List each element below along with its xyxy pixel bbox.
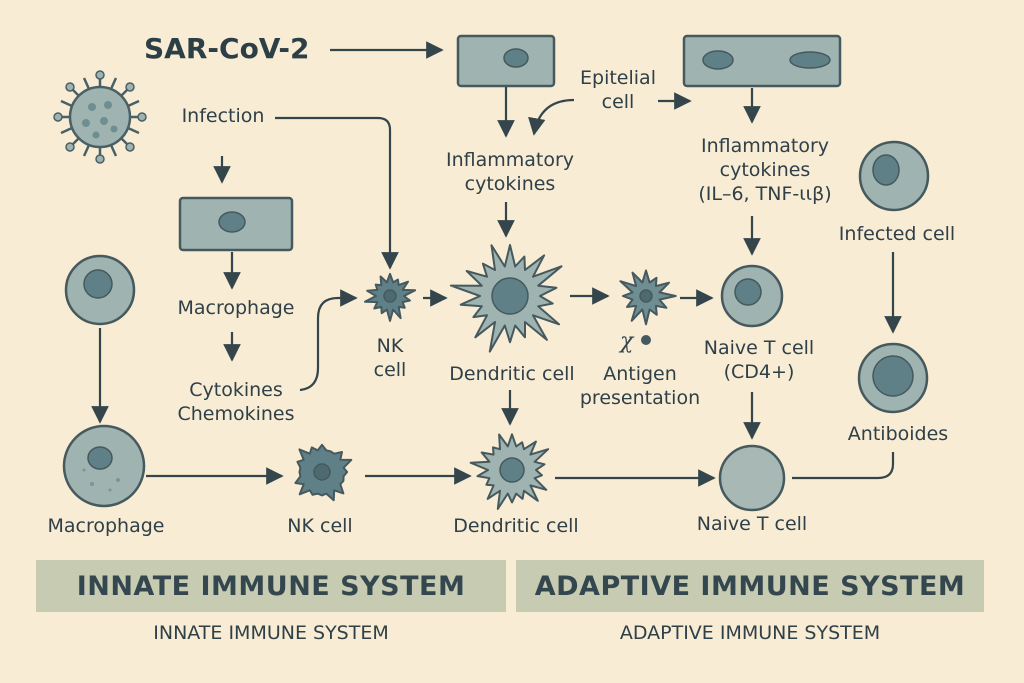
adaptive-immune-system-band: ADAPTIVE IMMUNE SYSTEM	[516, 560, 984, 612]
label-naive-t-cell-bottom: Naive T cell	[696, 513, 808, 535]
label-infected-cell: Infected cell	[838, 223, 956, 245]
label-antibodies: Antiboides	[847, 423, 949, 445]
dendritic-cell-icon	[449, 244, 563, 353]
label-dendritic-cell-bottom: Dendritic cell	[453, 515, 579, 537]
svg-text:χ: χ	[618, 329, 635, 354]
epithelial-cell-icon	[682, 34, 842, 88]
innate-immune-system-band: INNATE IMMUNE SYSTEM	[36, 560, 506, 612]
antigen-presenting-cell-icon	[619, 269, 677, 326]
epithelial-cell-icon	[178, 196, 294, 252]
adaptive-immune-system-subtitle: ADAPTIVE IMMUNE SYSTEM	[619, 622, 881, 644]
epithelial-cell-icon	[456, 34, 556, 88]
naive-t-cell-icon	[718, 444, 786, 512]
arrow-epitelial-curve	[528, 98, 575, 136]
antigen-icon: χ	[618, 329, 651, 354]
label-naive-t-cell-cd4: Naive T cell(CD4+)	[703, 337, 815, 383]
arrow-cytokines-to-nk	[299, 289, 358, 392]
macrophage-cell-icon	[62, 424, 146, 508]
arrow-infection-to-nk	[275, 116, 399, 270]
label-macrophage-bottom: Macrophage	[47, 515, 165, 537]
label-infection: Infection	[181, 105, 265, 127]
label-dendritic-cell-top: Dendritic cell	[449, 363, 575, 385]
infected-cell-icon	[858, 140, 930, 212]
macrophage-cell-icon	[64, 254, 136, 326]
label-nk-cell-bottom: NK cell	[287, 515, 353, 537]
nk-cell-icon	[294, 443, 353, 502]
connectors	[91, 41, 902, 487]
label-macrophage-top: Macrophage	[177, 297, 295, 319]
naive-t-cell-icon	[720, 264, 784, 328]
innate-immune-system-subtitle: INNATE IMMUNE SYSTEM	[153, 622, 389, 644]
antibody-cell-icon	[857, 342, 929, 414]
virus-icon	[53, 70, 147, 164]
dendritic-cell-icon	[469, 433, 550, 510]
page-title: SAR-CoV-2	[144, 32, 310, 65]
line-naive-to-antibody	[792, 452, 895, 480]
nk-cell-icon	[364, 272, 417, 322]
